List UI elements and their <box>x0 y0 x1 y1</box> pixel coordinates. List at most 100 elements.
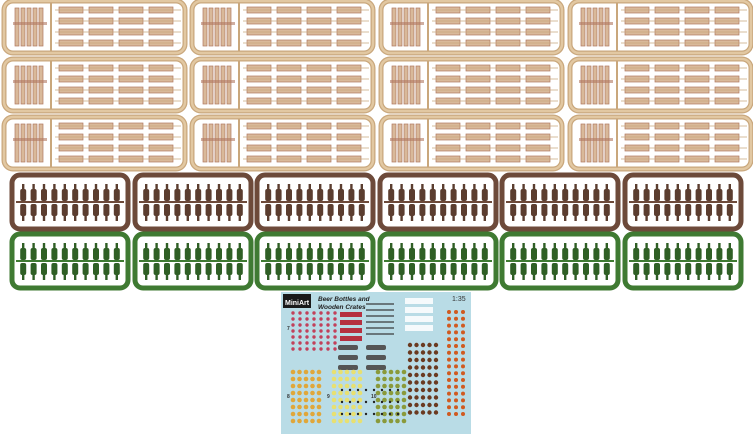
bottle-neck <box>543 215 546 221</box>
decal-dot <box>420 357 426 363</box>
decal-dot <box>326 329 330 333</box>
decal-text-line <box>366 321 394 323</box>
bottle-neck <box>228 215 231 221</box>
bottle-body <box>296 263 303 275</box>
bottle-body <box>541 248 548 260</box>
decal-dot <box>388 400 392 404</box>
beige-sprue <box>1 114 188 172</box>
bottle-neck <box>165 215 169 221</box>
decal-dot <box>305 311 309 315</box>
sprue-frame-highlight <box>190 57 375 113</box>
bottle-body <box>113 263 120 275</box>
bottle-body <box>205 204 212 216</box>
bottle-body <box>510 204 517 216</box>
decal-text-line <box>366 327 394 329</box>
bottle-neck <box>666 274 669 280</box>
bottle-body <box>603 263 610 275</box>
decal-dot <box>316 369 322 375</box>
decal-dot <box>312 329 316 333</box>
bottle-body <box>51 263 58 275</box>
decal-dot <box>297 390 302 396</box>
bottle-body <box>358 204 365 216</box>
bottle-neck <box>584 184 588 190</box>
bottle-body <box>306 263 313 275</box>
decal-dot <box>290 404 296 410</box>
bottle-sprue <box>622 231 744 291</box>
bottle-neck <box>564 215 567 221</box>
decal-dot <box>291 323 295 327</box>
crate-plank <box>226 123 232 163</box>
bottle-neck <box>410 243 414 249</box>
bottle-neck <box>217 215 221 221</box>
decal-label <box>338 345 358 350</box>
sprue-frame <box>499 231 621 291</box>
decal-dot <box>338 404 343 410</box>
decal-dot <box>380 388 384 392</box>
bottle-neck <box>63 184 66 190</box>
bottle-neck <box>105 184 108 190</box>
bottle-body <box>195 248 202 260</box>
decal-label <box>338 355 358 360</box>
bottle-neck <box>442 215 445 221</box>
bottle-neck <box>105 215 108 221</box>
decal-dot <box>388 376 394 382</box>
decal-dot <box>447 344 451 348</box>
crate-plank <box>32 65 38 105</box>
bottle-body <box>93 248 99 260</box>
bottle-body <box>471 248 478 260</box>
decal-dot <box>303 376 309 382</box>
decal-dot <box>344 418 350 424</box>
bottle-neck <box>308 184 311 190</box>
bottle-body <box>143 189 150 201</box>
decal-dot <box>310 376 315 382</box>
sprue-frame <box>132 231 254 291</box>
bottle-body <box>674 204 681 216</box>
bottle-body <box>654 263 660 275</box>
bottle-neck <box>655 243 659 249</box>
bottle-neck <box>584 243 588 249</box>
bottle-neck <box>350 215 353 221</box>
bottle-body <box>93 189 99 201</box>
decal-dot <box>401 390 407 396</box>
crate-plank <box>415 7 421 47</box>
decal-dot <box>407 350 413 355</box>
bottle-body <box>20 204 27 216</box>
bottle-body <box>20 248 27 260</box>
bottle-body <box>520 204 527 216</box>
bottle-neck <box>512 243 515 249</box>
sprue-frame-highlight <box>568 57 753 113</box>
bottle-neck <box>728 274 731 280</box>
bottle-body <box>82 248 89 260</box>
bottle-neck <box>155 215 158 221</box>
decal-dot <box>331 376 337 382</box>
crate-plank <box>580 123 586 163</box>
decal-dot <box>375 404 381 410</box>
bottle-neck <box>452 215 455 221</box>
bottle-neck <box>645 184 648 190</box>
beige-sprue <box>567 56 753 114</box>
decal-dot <box>298 335 302 339</box>
decal-text-line <box>366 309 394 311</box>
decal-dot <box>407 380 413 385</box>
bottle-neck <box>298 243 301 249</box>
bottle-neck <box>676 274 679 280</box>
decal-dot <box>461 391 465 396</box>
bottle-body <box>510 263 517 275</box>
bottle-neck <box>452 274 455 280</box>
bottle-body <box>603 204 610 216</box>
decal-dot <box>338 411 343 417</box>
crate-plank <box>598 7 604 47</box>
decal-dot <box>454 398 458 403</box>
bottle-neck <box>360 215 363 221</box>
decal-dot <box>447 316 451 321</box>
bottle-body <box>654 204 660 216</box>
bottle-neck <box>308 243 311 249</box>
bottle-body <box>419 248 426 260</box>
bottle-neck <box>105 274 108 280</box>
bottle-body <box>440 189 447 201</box>
bottle-neck <box>238 243 241 249</box>
crate-plank <box>226 65 232 105</box>
decal-dot <box>401 397 407 403</box>
bottle-neck <box>207 215 210 221</box>
crate-plank <box>20 123 26 163</box>
